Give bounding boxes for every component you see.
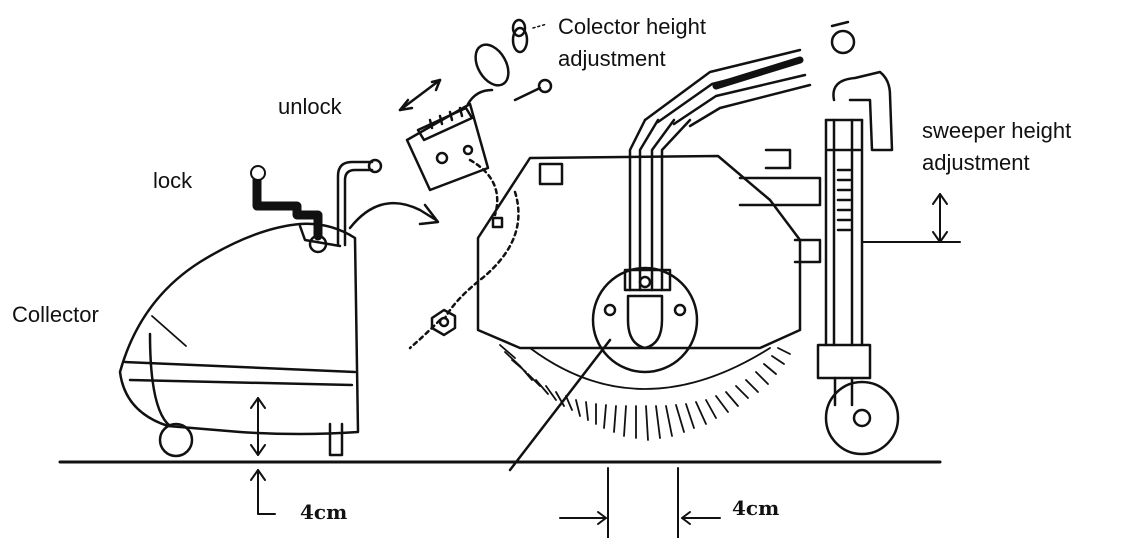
nut xyxy=(430,308,457,337)
brush-bristles xyxy=(499,344,791,441)
collector-height-bracket[interactable] xyxy=(398,18,553,350)
clearance-right-label: 4cm xyxy=(732,496,780,520)
collector-unit xyxy=(118,158,383,458)
collector-front-wheel xyxy=(158,422,194,458)
castor-wheel xyxy=(824,380,900,456)
sweeper-height-label-line2: adjustment xyxy=(922,150,1030,175)
sweeper-height-adjuster[interactable] xyxy=(816,20,961,456)
sweeper-height-label-line1: sweeper height xyxy=(922,118,1072,143)
sweeper-clearance-marker xyxy=(559,467,721,538)
unlock-arrow xyxy=(348,201,438,230)
lock-lever[interactable] xyxy=(252,175,323,241)
lock-label: lock xyxy=(153,168,193,193)
collector-height-label-line2: adjustment xyxy=(558,46,666,71)
sweeper-housing xyxy=(476,48,822,472)
collector-label: Collector xyxy=(12,302,99,327)
unlock-label: unlock xyxy=(278,94,342,119)
collector-clearance-marker xyxy=(250,397,276,515)
collector-height-label-line1: Colector height xyxy=(558,14,706,39)
clearance-left-label: 4cm xyxy=(300,500,348,524)
